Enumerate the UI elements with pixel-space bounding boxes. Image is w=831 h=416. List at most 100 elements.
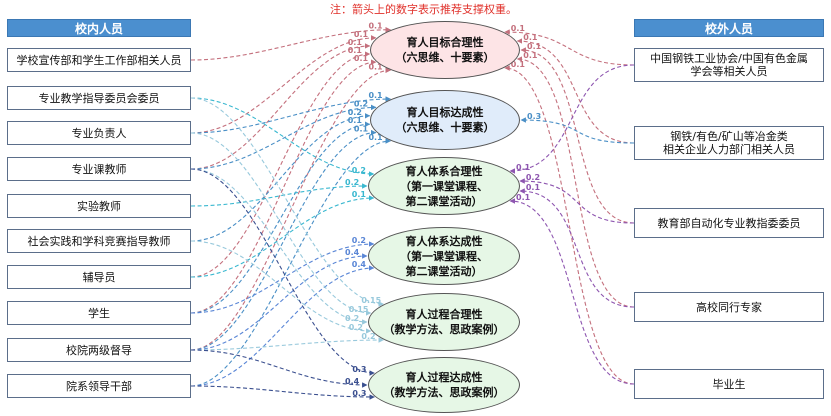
arrow-L4-E2 bbox=[190, 183, 368, 207]
arrow-L8-E3 bbox=[190, 253, 368, 351]
arrow-weight-label: 0.3 bbox=[352, 389, 366, 398]
arrow-weight-label: 0.3 bbox=[352, 365, 366, 374]
arrow-L9-E3 bbox=[190, 265, 375, 387]
right-box-2-line-1: 教育部自动化专业教指委委员 bbox=[657, 216, 801, 230]
arrow-weight-label: 0.1 bbox=[368, 133, 383, 142]
arrow-R3-E2 bbox=[519, 188, 635, 308]
right-box-0: 中国钢铁工业协会/中国有色金属 学会等相关人员 bbox=[634, 48, 824, 82]
arrow-L8-E0 bbox=[190, 67, 391, 351]
arrow-weight-label: 0.3 bbox=[527, 112, 541, 121]
arrow-L2-E4 bbox=[190, 132, 372, 316]
arrow-weight-label: 0.2 bbox=[345, 314, 359, 323]
arrow-L7-E1 bbox=[190, 121, 371, 314]
system-rationality-sub-2: 第二课堂活动） bbox=[405, 194, 483, 208]
arrow-L5-E4 bbox=[190, 240, 372, 334]
arrow-L8-E1 bbox=[190, 129, 377, 351]
left-box-5: 社会实践和学科竞赛指导教师 bbox=[7, 229, 191, 253]
arrow-weight-label: 0.4 bbox=[352, 260, 367, 269]
arrow-L1-E4 bbox=[190, 97, 384, 307]
arrow-weight-label: 0.1 bbox=[511, 24, 526, 33]
arrow-weight-label: 0.1 bbox=[526, 183, 541, 192]
arrow-R1-E1 bbox=[520, 117, 635, 144]
arrow-L3-E5 bbox=[190, 168, 375, 376]
right-box-0-line-2: 学会等相关人员 bbox=[690, 65, 768, 78]
left-box-3: 专业课教师 bbox=[7, 157, 191, 181]
right-box-1: 钢铁/有色/矿山等冶金类 相关企业人力部门相关人员 bbox=[634, 126, 824, 160]
left-box-9: 院系领导干部 bbox=[7, 374, 191, 398]
goal-rationality-sub: （六思维、十要素） bbox=[395, 51, 495, 64]
right-box-3: 高校同行专家 bbox=[634, 292, 824, 322]
arrow-weight-label: 0.1 bbox=[348, 38, 363, 47]
left-box-6: 辅导员 bbox=[7, 265, 191, 289]
arrow-weight-label: 0.1 bbox=[516, 163, 531, 172]
right-box-1-line-1: 钢铁/有色/矿山等冶金类 bbox=[670, 130, 788, 143]
process-rationality-title: 育人过程合理性 bbox=[405, 308, 483, 321]
goal-rationality-node: 育人目标合理性 （六思维、十要素） bbox=[370, 21, 520, 79]
arrow-weight-label: 0.2 bbox=[354, 99, 368, 108]
arrow-R0-E0 bbox=[504, 29, 635, 66]
left-box-7: 学生 bbox=[7, 301, 191, 325]
arrow-R3-E0 bbox=[516, 56, 635, 308]
arrow-L9-E1 bbox=[190, 138, 391, 387]
right-box-0-line-1: 中国钢铁工业协会/中国有色金属 bbox=[650, 52, 808, 65]
arrow-weight-label: 0.4 bbox=[345, 248, 360, 257]
arrow-R4-E0 bbox=[504, 65, 635, 385]
goal-rationality-title: 育人目标合理性 bbox=[406, 36, 484, 49]
right-box-2: 教育部自动化专业教指委委员 bbox=[634, 208, 824, 238]
right-box-4-line-1: 毕业生 bbox=[712, 377, 746, 391]
system-achievement-title: 育人体系达成性 bbox=[405, 234, 483, 248]
arrow-L3-E0 bbox=[190, 43, 371, 170]
arrow-weight-label: 0.2 bbox=[361, 332, 375, 341]
arrow-weight-label: 0.1 bbox=[527, 42, 542, 51]
arrow-L8-E5 bbox=[190, 349, 368, 388]
system-rationality-title: 育人体系合理性 bbox=[405, 164, 483, 178]
goal-achievement-sub: （六思维、十要素） bbox=[395, 121, 495, 134]
system-achievement-node: 育人体系达成性 （第一课堂课程、 第二课堂活动） bbox=[368, 227, 520, 285]
right-box-4: 毕业生 bbox=[634, 369, 824, 399]
left-box-4: 实验教师 bbox=[7, 194, 191, 218]
arrow-L7-E3 bbox=[190, 241, 375, 314]
process-achievement-node: 育人过程达成性 （教学方法、思政案例） bbox=[368, 357, 520, 413]
right-box-1-line-2: 相关企业人力部门相关人员 bbox=[663, 143, 795, 156]
left-box-0: 学校宣传部和学生工作部相关人员 bbox=[7, 48, 191, 72]
process-achievement-sub: （教学方法、思政案例） bbox=[383, 386, 505, 399]
arrow-R4-E2 bbox=[509, 198, 635, 385]
arrow-weight-label: 0.1 bbox=[354, 125, 369, 134]
arrow-L3-E4 bbox=[190, 168, 368, 325]
arrow-L2-E0 bbox=[190, 35, 377, 134]
system-achievement-sub-1: （第一课堂课程、 bbox=[400, 249, 488, 263]
arrow-weight-label: 0.1 bbox=[368, 22, 383, 31]
arrow-R1-E0 bbox=[516, 38, 635, 144]
arrow-weight-label: 0.1 bbox=[523, 33, 538, 42]
left-box-1: 专业教学指导委员会委员 bbox=[7, 86, 191, 110]
arrow-weight-label: 0.4 bbox=[345, 377, 360, 386]
system-rationality-sub-1: （第一课堂课程、 bbox=[400, 179, 488, 193]
arrow-L6-E2 bbox=[190, 195, 375, 278]
arrow-weight-label: 0.15 bbox=[361, 296, 381, 305]
left-box-2: 专业负责人 bbox=[7, 121, 191, 145]
arrow-weight-label: 0.1 bbox=[368, 62, 383, 71]
arrow-weight-label: 0.1 bbox=[348, 46, 363, 55]
arrow-R2-E0 bbox=[520, 47, 635, 224]
system-rationality-node: 育人体系合理性 （第一课堂课程、 第二课堂活动） bbox=[368, 157, 520, 215]
external-staff-header: 校外人员 bbox=[634, 19, 824, 37]
arrow-weight-label: 0.1 bbox=[352, 190, 367, 199]
goal-achievement-node: 育人目标达成性 （六思维、十要素） bbox=[370, 90, 520, 150]
weight-note: 注：箭头上的数字表示推荐支撑权重。 bbox=[330, 3, 517, 16]
process-rationality-sub: （教学方法、思政案例） bbox=[383, 323, 505, 336]
arrow-L7-E0 bbox=[190, 59, 377, 314]
arrow-weight-label: 0.1 bbox=[368, 91, 383, 100]
goal-achievement-title: 育人目标达成性 bbox=[406, 106, 484, 119]
arrow-weight-label: 0.1 bbox=[354, 30, 369, 39]
arrow-L6-E0 bbox=[190, 51, 371, 278]
process-rationality-node: 育人过程合理性 （教学方法、思政案例） bbox=[368, 293, 520, 351]
arrow-weight-label: 0.1 bbox=[523, 51, 538, 60]
arrow-R2-E2 bbox=[519, 178, 635, 224]
arrow-L2-E1 bbox=[190, 96, 391, 134]
arrow-weight-label: 0.2 bbox=[526, 173, 540, 182]
arrow-R0-E2 bbox=[509, 64, 635, 174]
arrow-L0-E0 bbox=[190, 26, 391, 61]
arrow-weight-label: 0.2 bbox=[352, 236, 366, 245]
